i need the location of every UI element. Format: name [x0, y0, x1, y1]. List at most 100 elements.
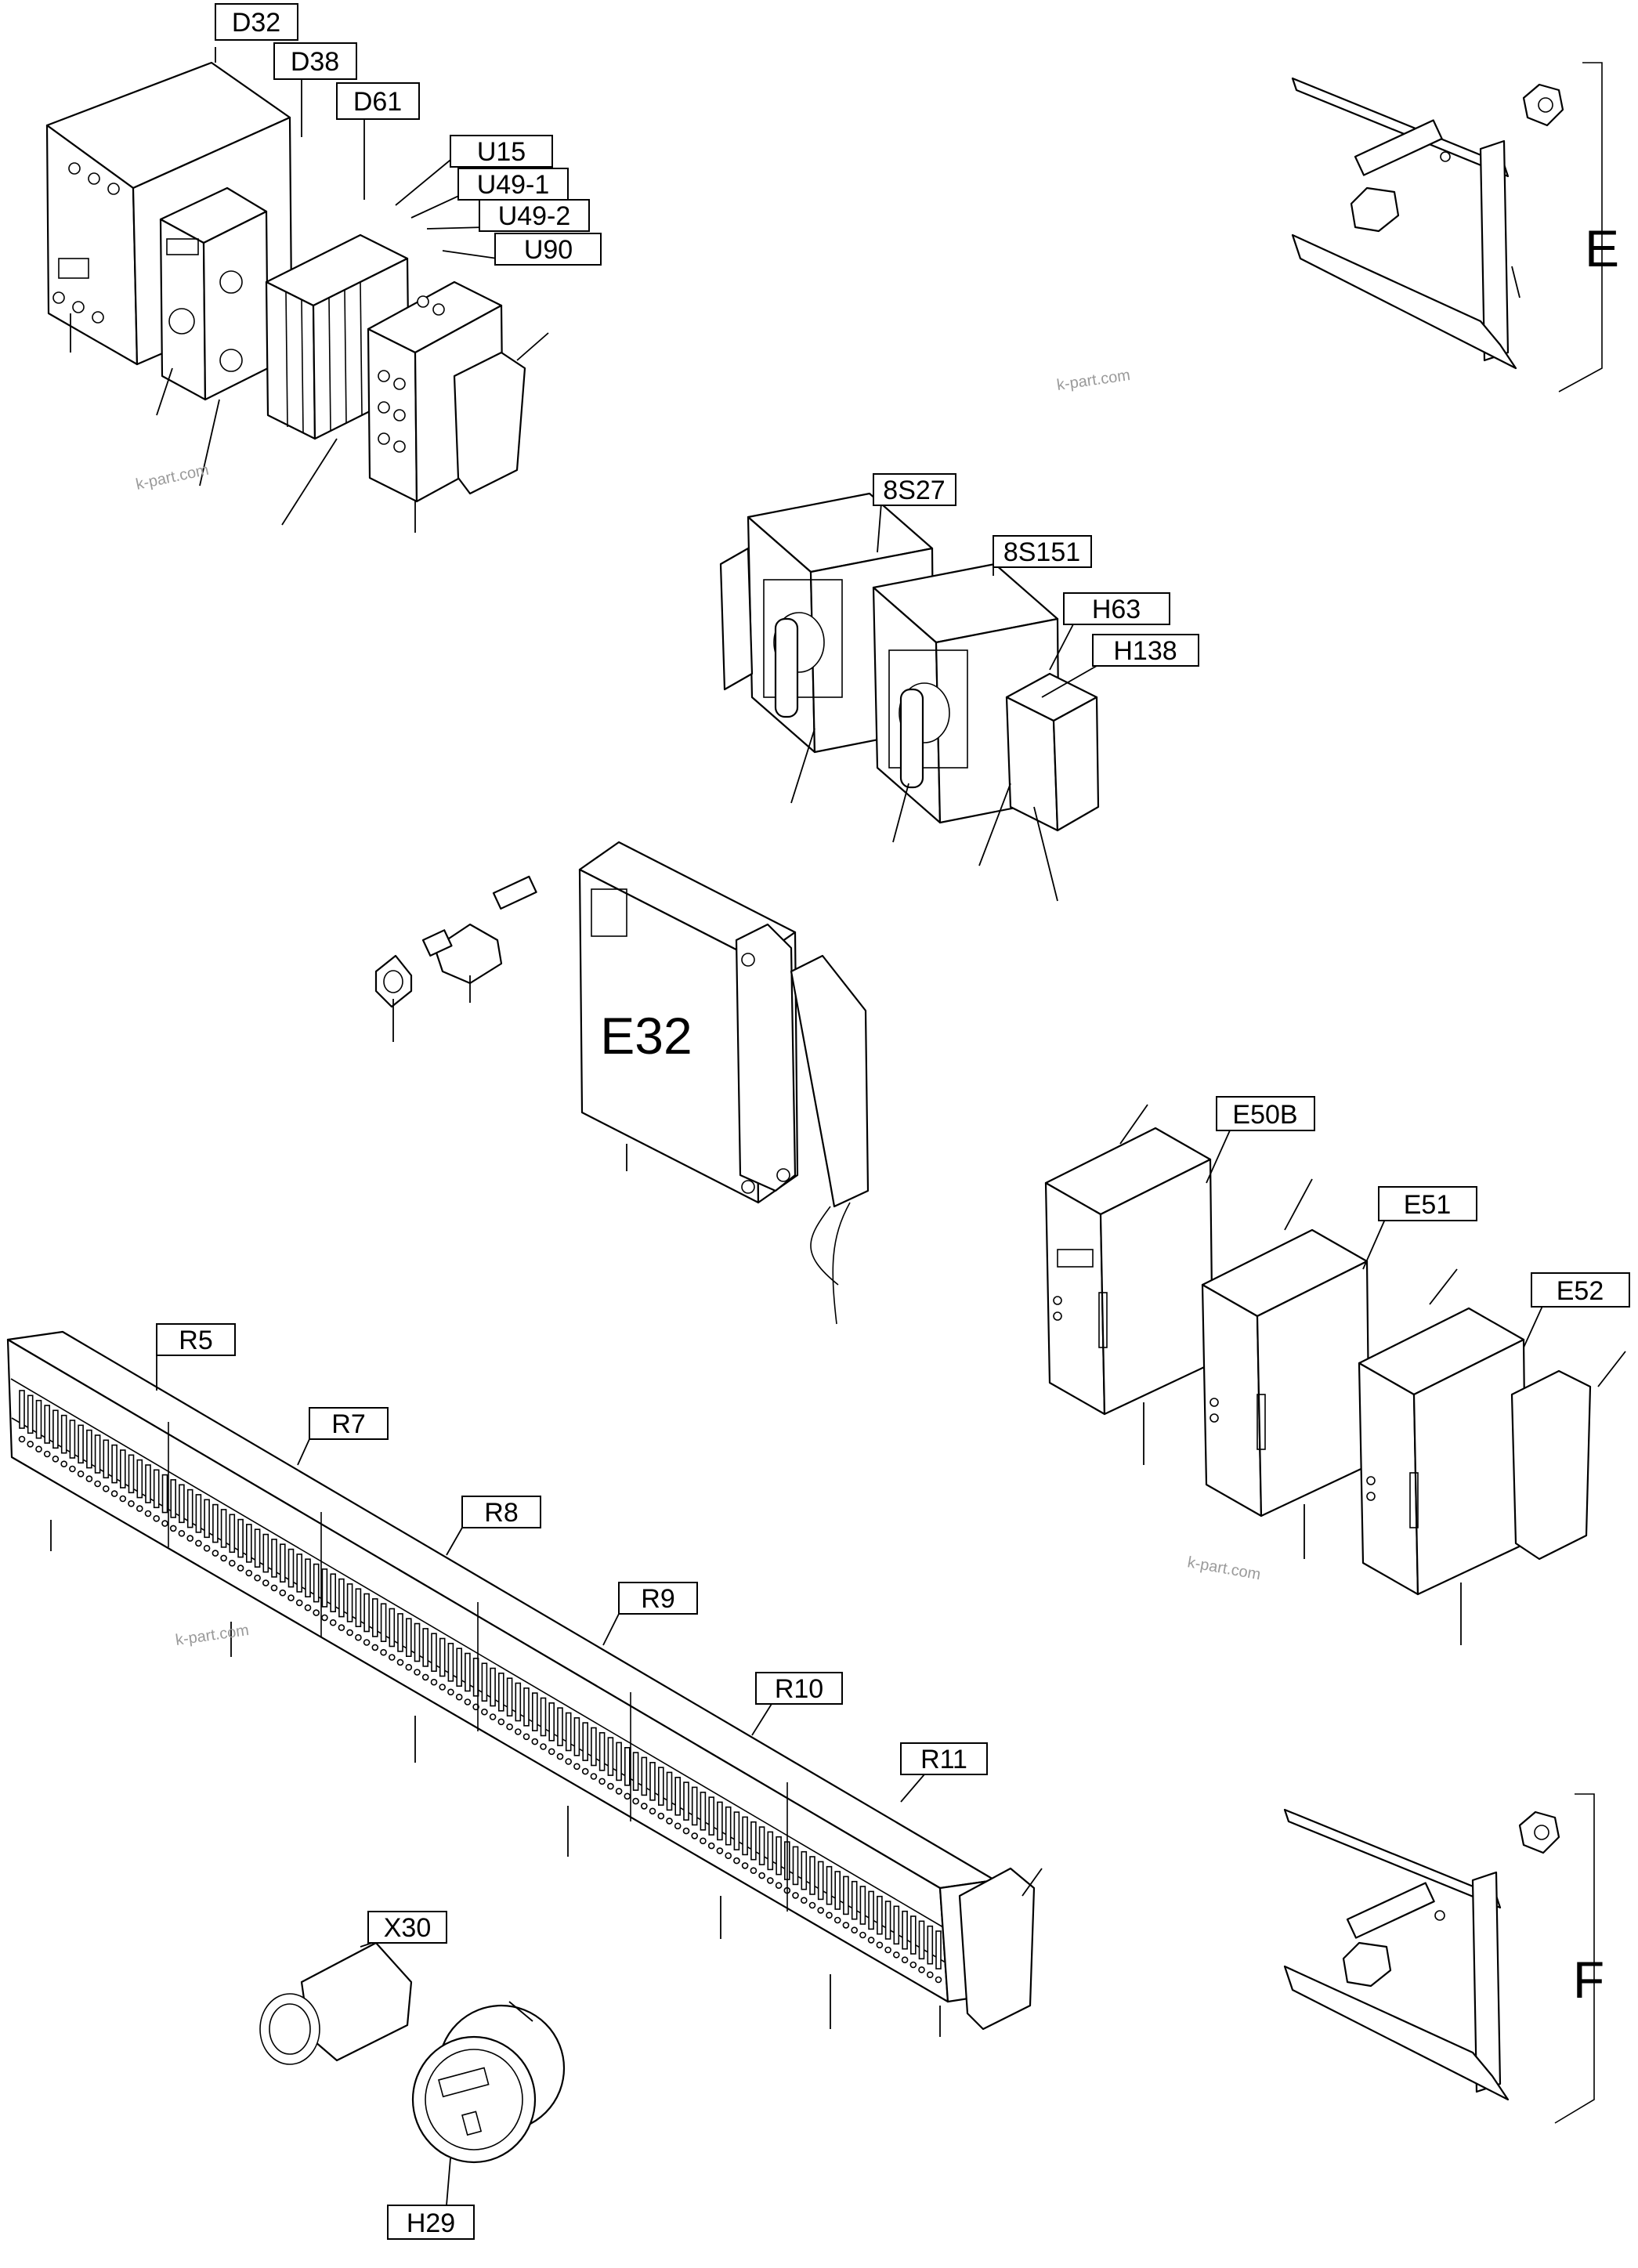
terminal-screw: [598, 1778, 606, 1785]
terminal-slot: [540, 1697, 547, 1737]
terminal-screw: [817, 1907, 824, 1914]
terminal-screw: [228, 1560, 236, 1567]
terminal-slot: [683, 1781, 689, 1821]
terminal-screw: [363, 1639, 371, 1646]
terminal-slot: [884, 1901, 891, 1940]
terminal-screw: [195, 1539, 202, 1547]
terminal-slot: [254, 1528, 261, 1568]
terminal-slot: [843, 1876, 849, 1915]
terminal-screw: [590, 1773, 598, 1780]
terminal-screw: [758, 1872, 765, 1879]
terminal-screw: [321, 1614, 328, 1622]
terminal-slot: [902, 1910, 908, 1950]
terminal-slot: [279, 1543, 286, 1583]
terminal-slot: [927, 1925, 934, 1965]
label-h63: H63: [1063, 592, 1170, 625]
svg-text:R11: R11: [920, 1745, 967, 1774]
terminal-screw: [103, 1485, 110, 1492]
terminal-screw: [60, 1460, 67, 1467]
terminal-screw: [548, 1748, 555, 1756]
terminal-screw: [573, 1763, 580, 1771]
terminal-screw: [254, 1574, 261, 1582]
terminal-screw: [405, 1663, 413, 1671]
terminal-screw: [295, 1599, 303, 1607]
terminal-screw: [792, 1892, 799, 1899]
terminal-screw: [270, 1584, 278, 1592]
terminal-screw: [531, 1738, 539, 1745]
terminal-slot: [321, 1568, 328, 1608]
terminal-slot: [632, 1752, 639, 1791]
control-unit-e32: [374, 841, 870, 1325]
label-r10: R10: [755, 1672, 843, 1705]
terminal-slot: [27, 1394, 34, 1434]
svg-text:R7: R7: [331, 1409, 365, 1439]
terminal-slot: [557, 1707, 563, 1746]
svg-text:E52: E52: [1557, 1276, 1604, 1306]
terminal-slot: [346, 1583, 353, 1622]
relay-e50b: [1044, 1127, 1214, 1416]
terminal-slot: [120, 1449, 126, 1488]
terminal-slot: [204, 1499, 210, 1539]
svg-text:D32: D32: [232, 8, 280, 38]
terminal-slot: [19, 1390, 25, 1429]
terminal-screw: [935, 1976, 942, 1984]
terminal-slot: [531, 1692, 538, 1731]
terminal-slot: [330, 1573, 337, 1612]
terminal-slot: [776, 1836, 782, 1876]
terminal-screw: [876, 1941, 884, 1948]
terminal-slot: [212, 1503, 219, 1543]
terminal-screw: [581, 1767, 589, 1775]
terminal-screw: [682, 1827, 690, 1835]
terminal-slot: [523, 1687, 530, 1727]
terminal-slot: [750, 1821, 757, 1861]
svg-text:R8: R8: [484, 1498, 518, 1528]
terminal-screw: [775, 1882, 783, 1889]
svg-text:H29: H29: [407, 2208, 455, 2238]
terminal-slot: [758, 1826, 765, 1865]
terminal-screw: [893, 1951, 900, 1959]
terminal-slot: [497, 1673, 504, 1712]
terminal-screw: [186, 1535, 193, 1542]
label-r7: R7: [309, 1407, 389, 1440]
terminal-slot: [111, 1444, 118, 1484]
terminal-slot: [708, 1796, 715, 1836]
terminal-slot: [397, 1613, 403, 1652]
label-d32: D32: [215, 3, 298, 41]
terminal-screw: [136, 1505, 143, 1512]
terminal-slot: [877, 1895, 883, 1935]
terminal-screw: [927, 1971, 934, 1978]
end-bracket-e52: [1510, 1369, 1592, 1561]
end-bracket: [453, 332, 549, 495]
terminal-screw: [69, 1465, 76, 1473]
terminal-screw: [439, 1684, 447, 1691]
terminal-screw: [110, 1490, 118, 1497]
terminal-slot: [229, 1514, 236, 1554]
terminal-screw: [161, 1520, 168, 1527]
terminal-slot: [851, 1880, 858, 1920]
svg-text:E50B: E50B: [1232, 1100, 1297, 1130]
terminal-slot: [271, 1539, 277, 1578]
terminal-slot: [103, 1439, 110, 1479]
terminal-screw: [128, 1500, 135, 1507]
terminal-screw: [607, 1782, 614, 1790]
terminal-slot: [649, 1762, 656, 1801]
terminal-slot: [826, 1865, 833, 1905]
terminal-slot: [868, 1890, 874, 1930]
mount-detail-e: [1291, 62, 1603, 392]
terminal-slot: [465, 1652, 471, 1692]
label-x30: X30: [367, 1911, 447, 1944]
terminal-screw: [733, 1857, 740, 1865]
terminal-screw: [859, 1931, 866, 1939]
terminal-slot: [363, 1593, 370, 1633]
terminal-slot: [624, 1747, 631, 1786]
terminal-slot: [565, 1712, 572, 1752]
terminal-slot: [245, 1524, 252, 1563]
terminal-slot: [94, 1434, 101, 1474]
terminal-slot: [161, 1474, 168, 1514]
terminal-slot: [598, 1732, 606, 1771]
terminal-slot: [834, 1871, 841, 1910]
terminal-slot: [490, 1667, 496, 1707]
terminal-screw: [414, 1669, 421, 1676]
terminal-slot: [591, 1727, 597, 1767]
